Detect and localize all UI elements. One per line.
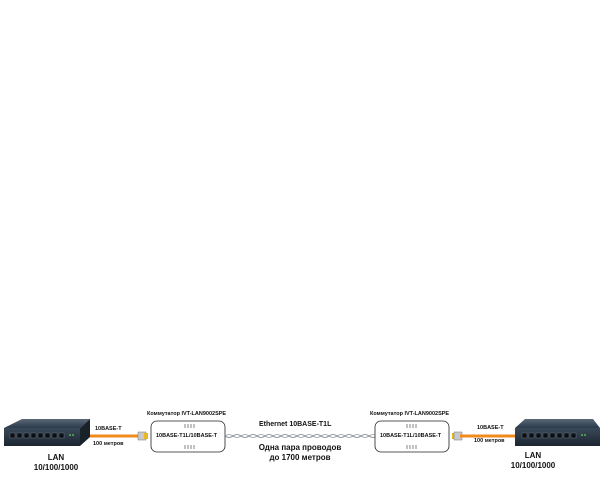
left-link-type: 10BASE-T [95, 426, 122, 432]
right-lan-line1: LAN [524, 451, 542, 460]
left-lan-line1: LAN [47, 453, 65, 462]
right-link-length: 100 метров [474, 438, 505, 444]
left-converter-label: 10BASE-T1L/10BASE-T [156, 433, 218, 439]
center-title: Ethernet 10BASE-T1L [259, 421, 332, 428]
left-link-length: 100 метров [93, 441, 124, 447]
center-description: Одна пара проводов до 1700 метров [235, 443, 365, 463]
left-ethernet-cable [90, 431, 148, 441]
left-converter-title: Коммутатор IVT-LAN9002SPE [147, 411, 227, 417]
right-link-type: 10BASE-T [477, 425, 504, 431]
left-converter-box-icon [150, 420, 226, 453]
right-ethernet-cable [452, 431, 515, 441]
right-converter-title: Коммутатор IVT-LAN9002SPE [370, 411, 450, 417]
twisted-pair-cable-icon [224, 434, 378, 438]
right-lan-label: LAN 10/100/1000 [503, 451, 563, 471]
right-lan-line2: 10/100/1000 [510, 461, 556, 470]
right-converter-label: 10BASE-T1L/10BASE-T [380, 433, 442, 439]
left-lan-label: LAN 10/100/1000 [26, 453, 86, 473]
left-lan-line2: 10/100/1000 [33, 463, 79, 472]
left-network-switch-icon [4, 419, 90, 446]
center-desc-line1: Одна пара проводов [258, 443, 342, 452]
right-network-switch-icon [515, 419, 600, 446]
center-desc-line2: до 1700 метров [269, 453, 331, 462]
right-converter-box-icon [374, 420, 450, 453]
